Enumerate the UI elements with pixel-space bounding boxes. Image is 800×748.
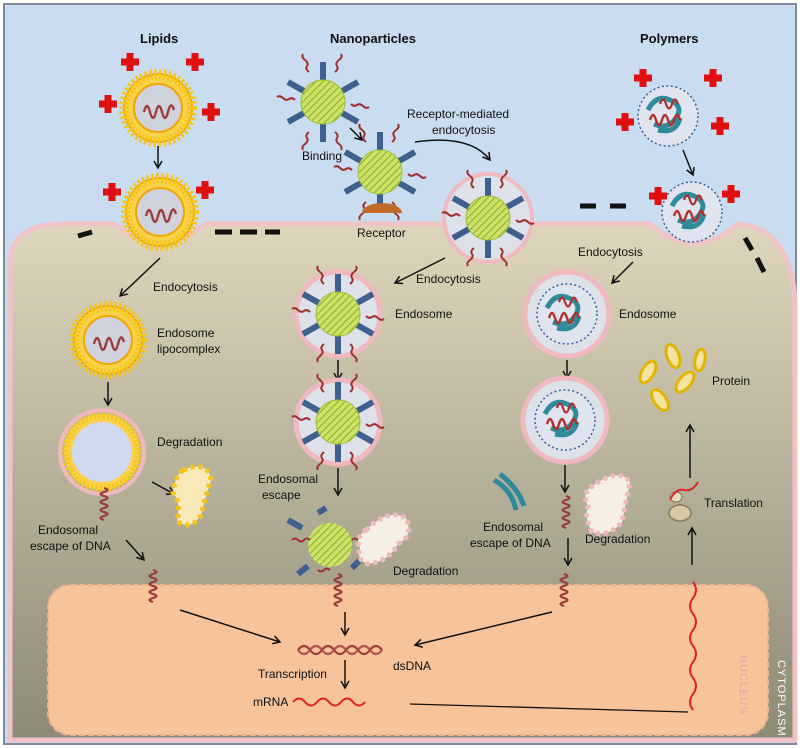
mrna-export-line xyxy=(409,703,689,713)
label-endosome-lipo-2: lipocomplex xyxy=(157,342,220,356)
polyplex-endosome xyxy=(525,272,609,356)
degraded-poly-endosome xyxy=(582,472,633,537)
mrna xyxy=(292,697,366,707)
ribosome xyxy=(668,481,699,522)
label-escape-lipids-1: Endosomal xyxy=(38,523,98,537)
label-degradation-lipids: Degradation xyxy=(157,435,222,449)
endosome-lipocomplex xyxy=(74,306,142,374)
nanoparticle-membrane-endocytosis xyxy=(442,170,534,266)
label-receptor-mediated-1: Receptor-mediated xyxy=(407,107,509,121)
dsdna xyxy=(297,644,383,656)
mrna-exported xyxy=(689,581,697,711)
arrow xyxy=(393,257,446,285)
arrow xyxy=(179,609,282,645)
label-escape-poly-1: Endosomal xyxy=(483,520,543,534)
arrow xyxy=(125,539,146,562)
label-degradation-np: Degradation xyxy=(393,564,458,578)
membrane-dashes xyxy=(77,203,767,274)
label-endosome-np: Endosome xyxy=(395,307,453,321)
arrow xyxy=(349,127,364,142)
label-endosome-lipo-1: Endosome xyxy=(157,326,215,340)
label-escape-np-1: Endosomal xyxy=(258,472,318,486)
label-degradation-poly: Degradation xyxy=(585,532,650,546)
label-escape-np-2: escape xyxy=(262,488,301,502)
label-escape-lipids-2: escape of DNA xyxy=(30,539,111,553)
label-endocytosis-lipids: Endocytosis xyxy=(153,280,218,294)
arrow xyxy=(118,257,161,298)
label-mrna: mRNA xyxy=(253,695,288,709)
receptor-shape xyxy=(362,203,402,213)
arrow xyxy=(682,149,695,177)
label-endosome-poly: Endosome xyxy=(619,307,677,321)
label-protein: Protein xyxy=(712,374,750,388)
label-escape-poly-2: escape of DNA xyxy=(470,536,551,550)
arrow xyxy=(414,139,491,162)
protein-molecules xyxy=(638,343,707,412)
label-receptor-mediated-2: endocytosis xyxy=(432,123,495,137)
arrow xyxy=(413,611,553,648)
arrow xyxy=(151,481,176,495)
label-cytoplasm: CYTOPLASM xyxy=(775,660,787,737)
label-translation: Translation xyxy=(704,496,763,510)
released-polymer xyxy=(492,472,527,511)
label-nucleus: NUCLEUS xyxy=(737,655,749,715)
nucleus xyxy=(47,584,769,736)
polyplex-endosome-2 xyxy=(523,378,607,462)
label-endocytosis-poly: Endocytosis xyxy=(578,245,643,259)
header-nanoparticles: Nanoparticles xyxy=(330,31,416,46)
label-dsdna: dsDNA xyxy=(393,659,431,673)
label-transcription: Transcription xyxy=(258,667,327,681)
label-endocytosis-np: Endocytosis xyxy=(416,272,481,286)
header-polymers: Polymers xyxy=(640,31,699,46)
arrow xyxy=(610,261,634,285)
label-receptor: Receptor xyxy=(357,226,406,240)
degraded-lipid-fragment xyxy=(170,464,214,528)
degraded-np-endosome xyxy=(355,512,412,567)
header-lipids: Lipids xyxy=(140,31,178,46)
degrading-lipid-endosome xyxy=(58,408,146,522)
label-binding: Binding xyxy=(302,149,342,163)
